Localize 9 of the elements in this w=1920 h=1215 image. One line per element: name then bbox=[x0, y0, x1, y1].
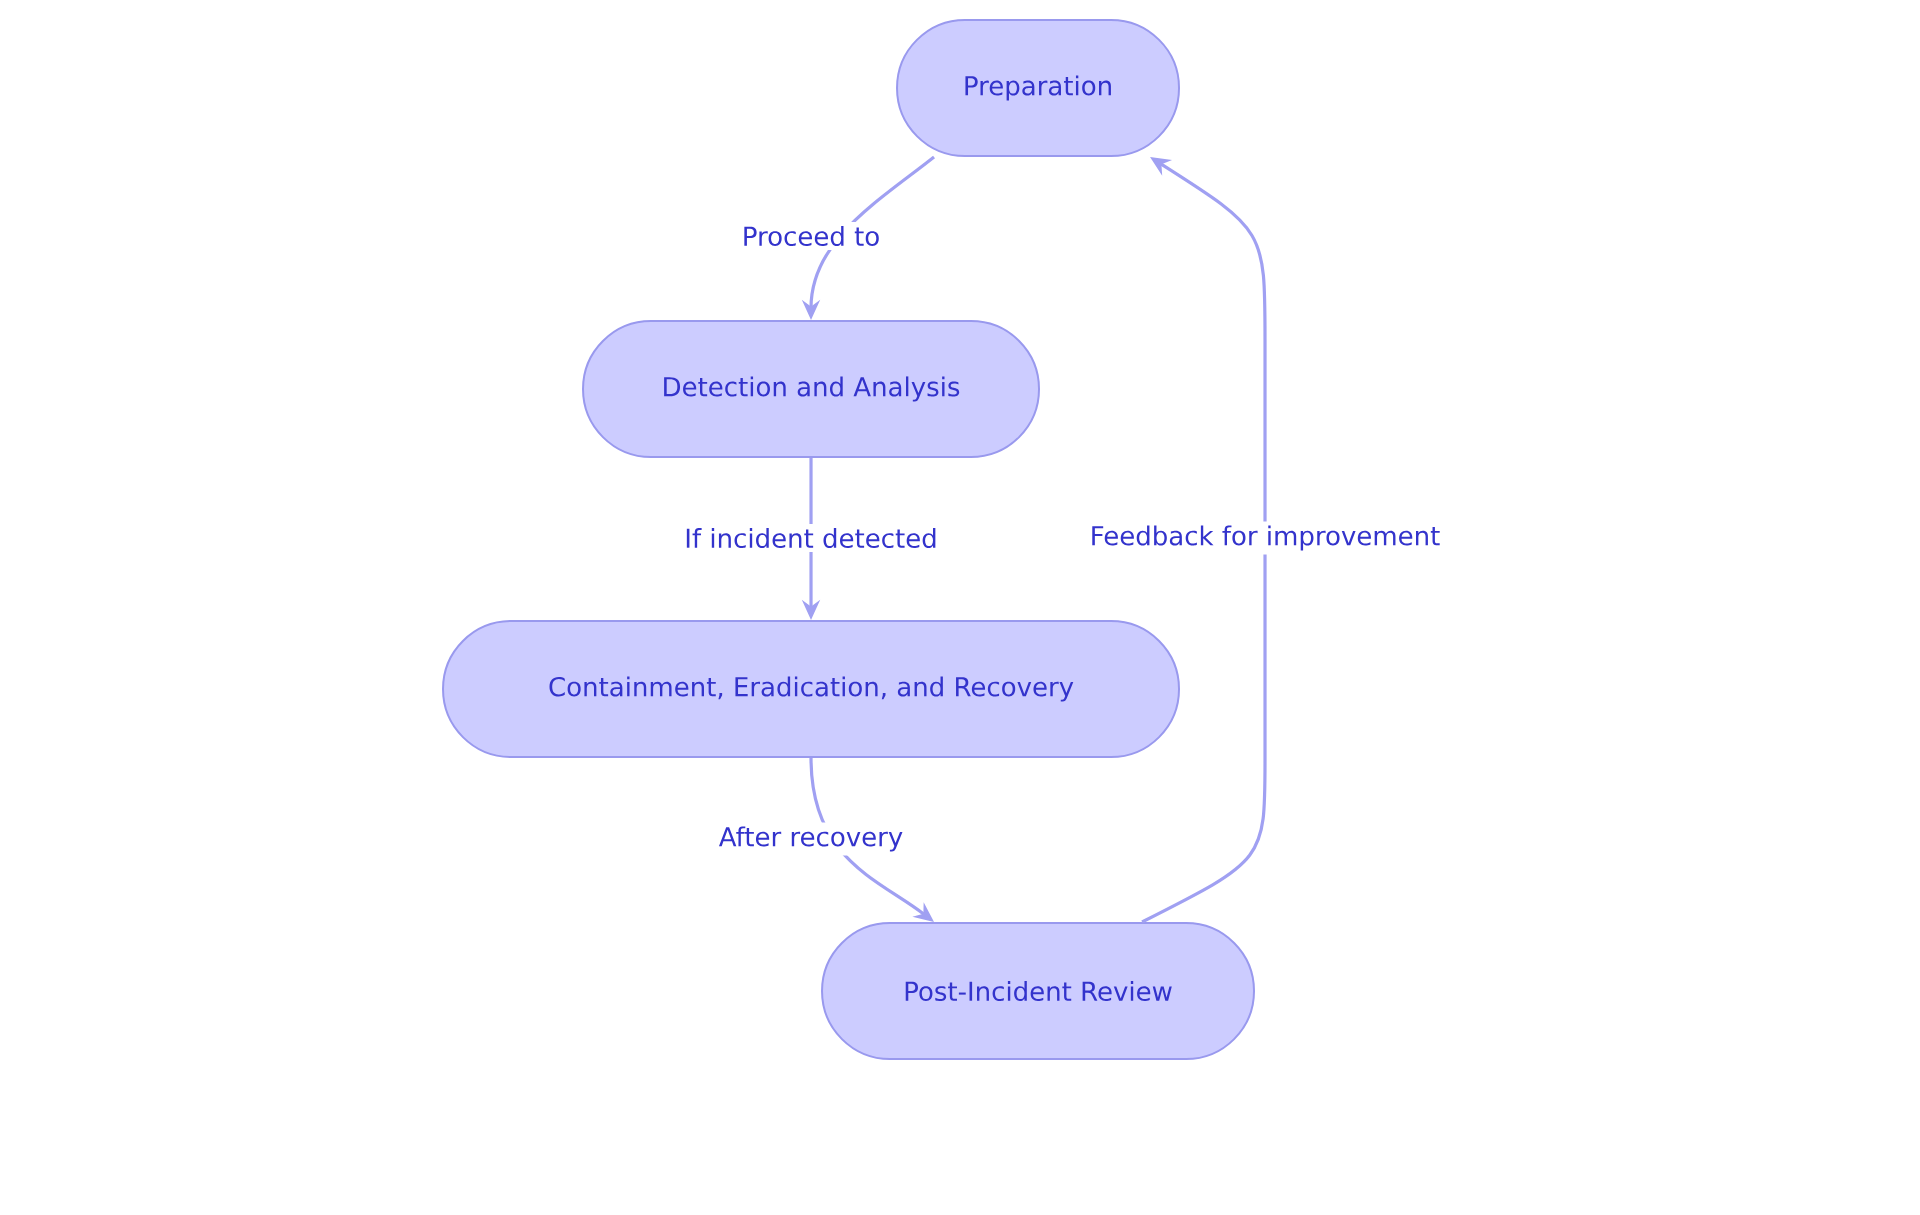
edge-label: If incident detected bbox=[680, 523, 942, 553]
edge-label: Feedback for improvement bbox=[1085, 521, 1445, 555]
process-box: Detection and Analysis bbox=[582, 320, 1040, 458]
edge-label: Proceed to bbox=[737, 221, 885, 251]
arrow bbox=[1141, 157, 1267, 924]
process-box: Preparation bbox=[896, 19, 1180, 157]
edge-label: After recovery bbox=[714, 822, 908, 856]
process-box: Containment, Eradication, and Recovery bbox=[442, 620, 1180, 758]
process-box: Post-Incident Review bbox=[821, 922, 1255, 1060]
